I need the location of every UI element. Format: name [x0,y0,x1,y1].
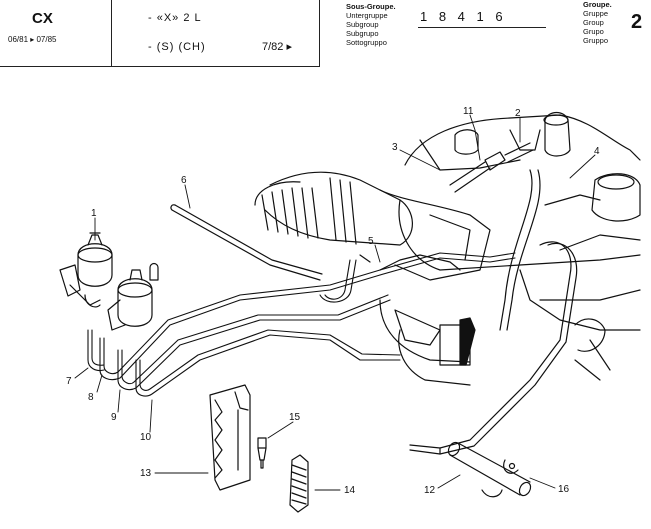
engine-block-illustration [379,111,641,386]
callout-15: 15 [289,412,301,423]
bracket-13 [209,384,251,491]
callout-14: 14 [344,485,356,496]
callout-1: 1 [91,208,97,219]
callout-9: 9 [111,412,117,423]
callout-8: 8 [88,392,94,403]
callout-5: 5 [368,236,374,247]
vacuum-hose-6 [170,204,323,281]
subgroup-code: 1 8 4 1 6 [420,9,507,24]
spring-clip-14 [289,454,309,513]
callout-11: 11 [463,106,474,117]
callout-6: 6 [181,175,187,186]
subgroup-label: Untergruppe [346,11,388,20]
subgroup-label: Sottogruppo [346,38,387,47]
engine-line-1: - «X» 2 L [148,12,202,24]
callout-7: 7 [66,376,72,387]
header-engine-frame [111,0,320,67]
group-label: Grupo [583,27,604,36]
date-range: 06/81 ▸ 07/85 [8,35,57,44]
callout-16: 16 [558,484,570,495]
vacuum-hoses-7-10 [87,252,516,397]
air-intake-duct [254,171,491,281]
callout-13: 13 [140,468,152,479]
group-label: Gruppe [583,9,609,18]
fitting-15 [257,437,267,469]
group-label: Group [583,18,604,27]
subgroup-code-underline [418,27,546,28]
model-label: CX [32,10,53,27]
vacuum-hoses-top [359,142,578,455]
group-labels: Groupe. Gruppe Group Grupo Gruppo [583,0,612,45]
engine-line-2: - (S) (CH) [148,41,206,53]
subgroup-label: Subgrupo [346,29,379,38]
callout-4: 4 [594,146,600,157]
subgroup-label: Sous-Groupe. [346,2,396,11]
group-label: Groupe. [583,0,612,9]
hose-12-and-clamp-16 [447,441,532,498]
vacuum-capsule-1 [59,232,113,308]
vacuum-capsule-2 [107,262,159,331]
callout-12: 12 [424,485,436,496]
group-label: Gruppo [583,36,609,45]
callout-leaders [74,114,596,491]
callout-2: 2 [515,108,521,119]
date-code: 7/82 ▸ [262,41,292,53]
callout-3: 3 [392,142,398,153]
callout-10: 10 [140,432,152,443]
group-number: 2 [631,11,643,33]
subgroup-labels: Sous-Groupe. Untergruppe Subgroup Subgru… [346,2,396,47]
subgroup-label: Subgroup [346,20,379,29]
callout-numbers: 1 2 3 4 5 6 7 8 9 10 11 12 13 14 15 16 [66,106,600,496]
